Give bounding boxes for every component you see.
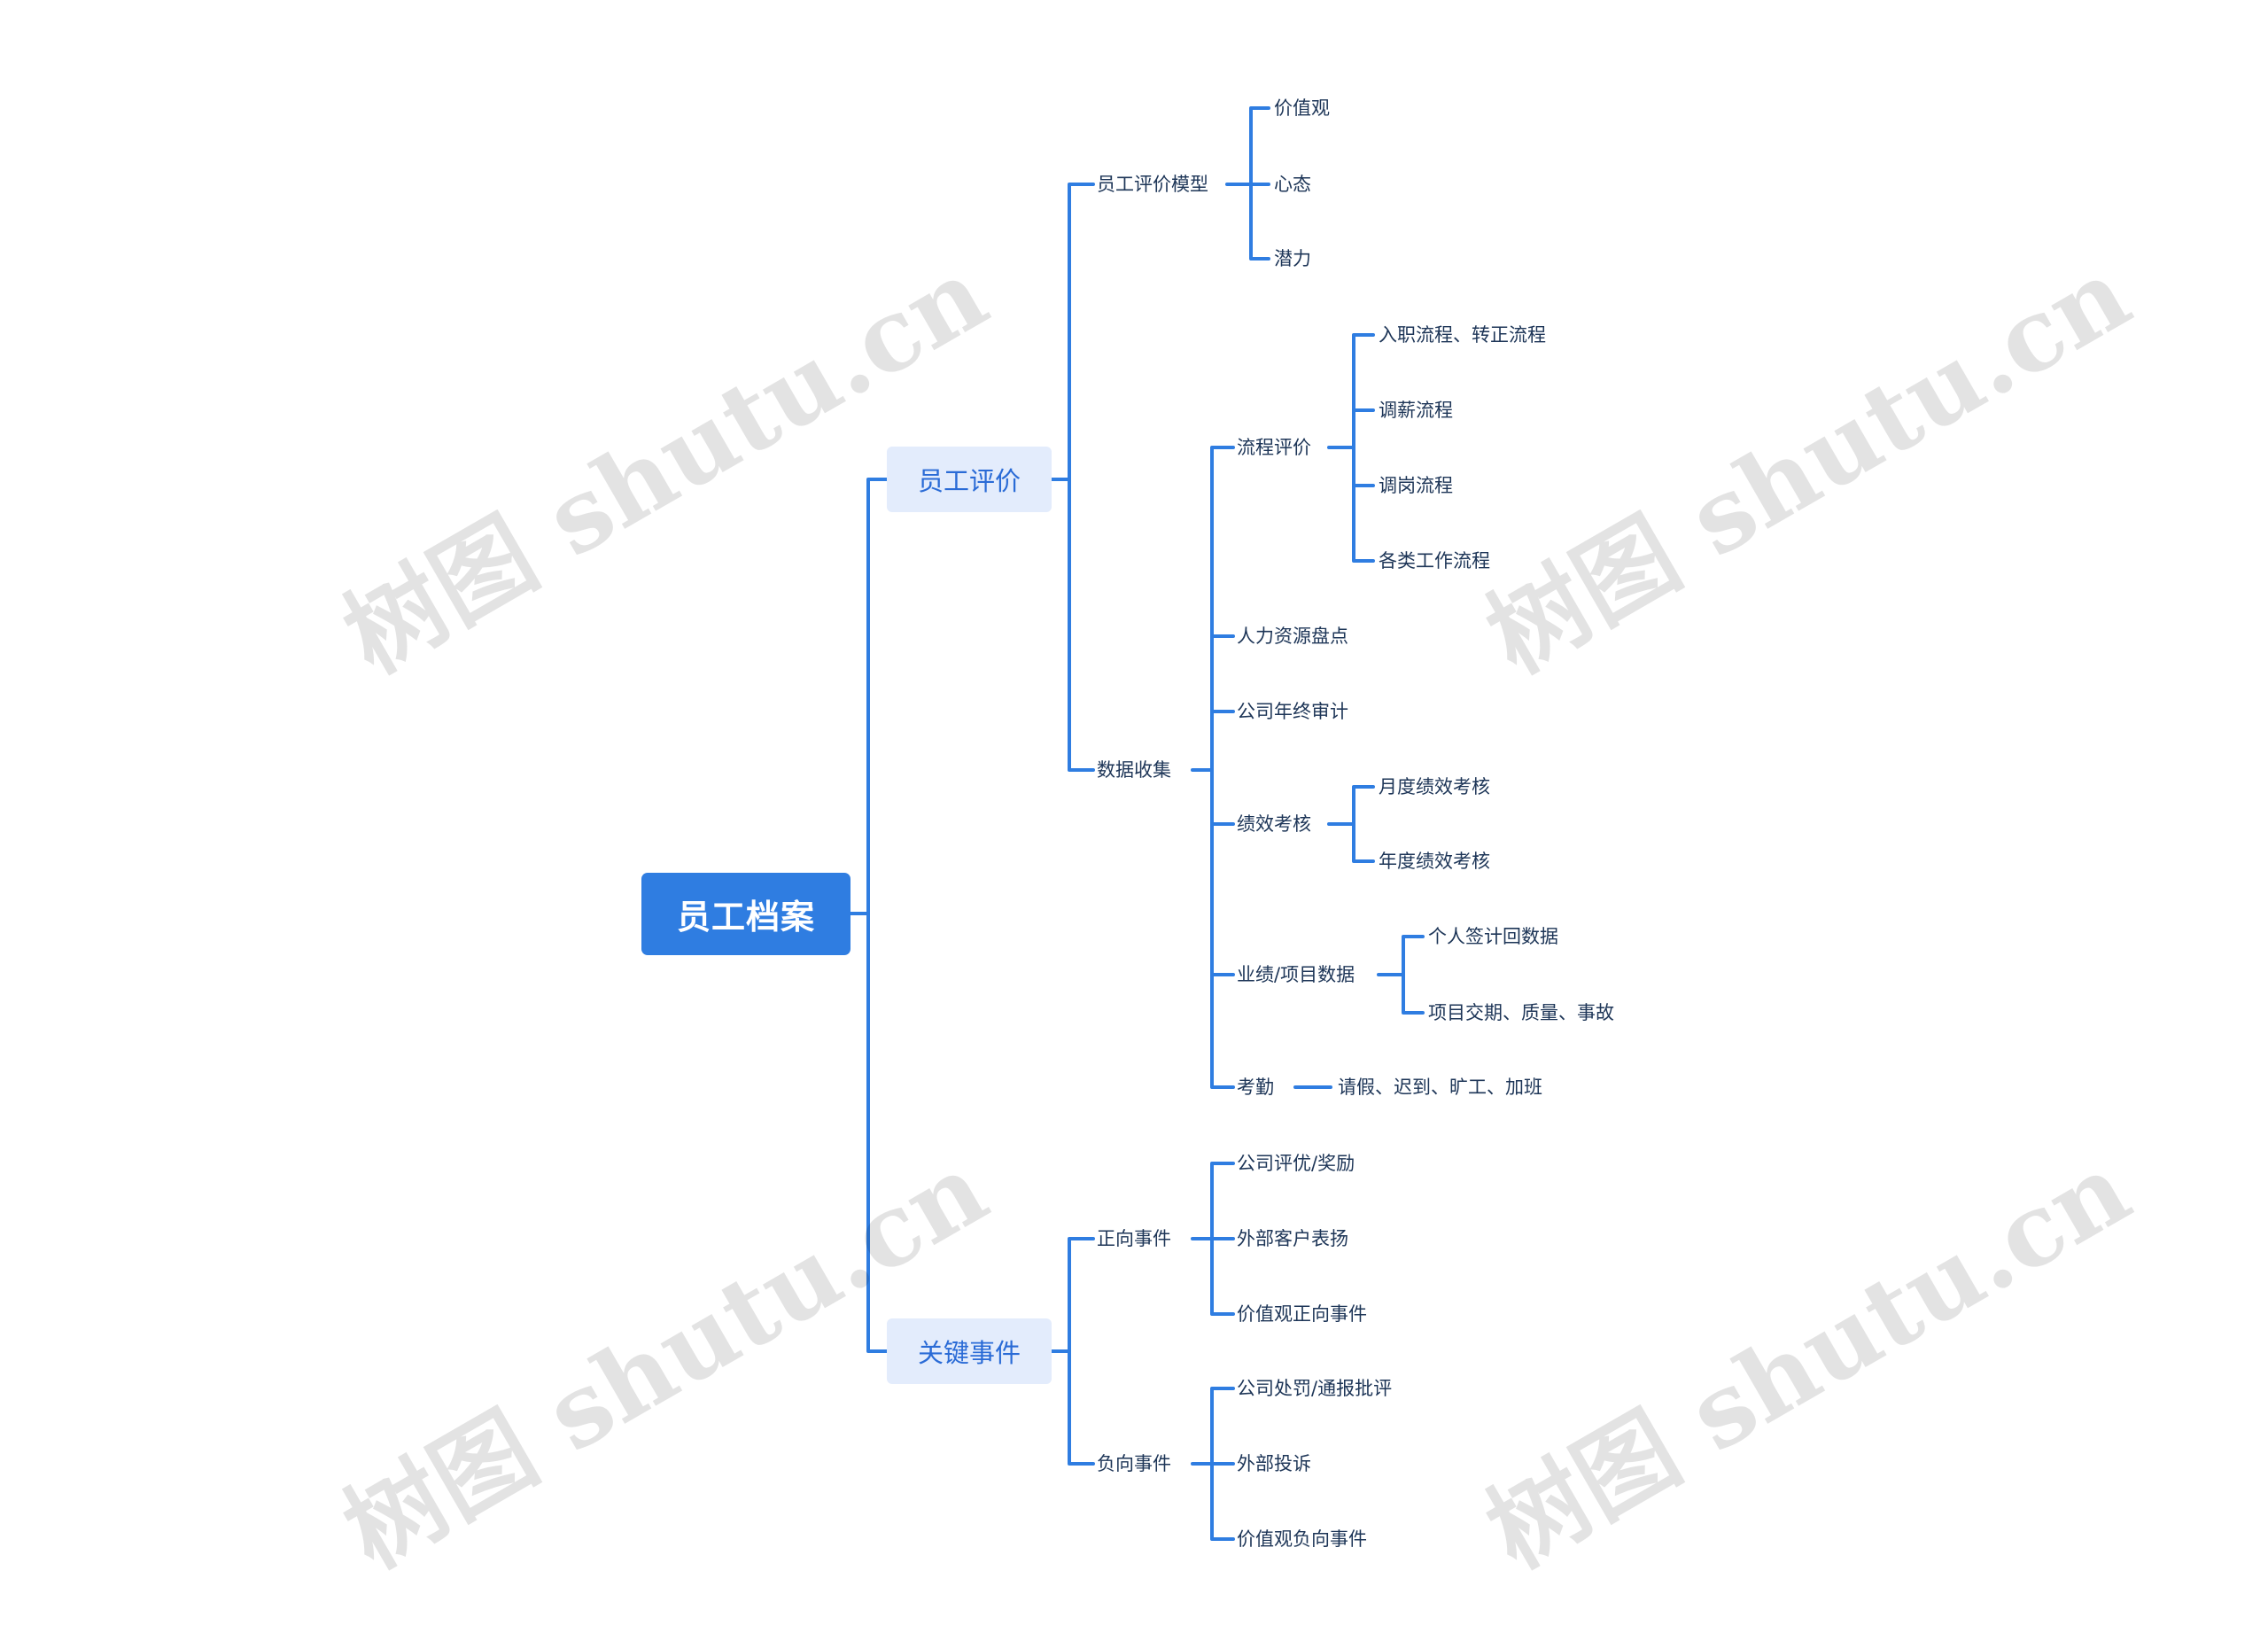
node-data-collection[interactable]: 数据收集 <box>1097 759 1171 781</box>
node-label: 关键事件 <box>917 1338 1021 1368</box>
node-label: 员工评价 <box>917 466 1021 496</box>
node-transfer-process[interactable]: 调岗流程 <box>1379 475 1453 496</box>
node-potential[interactable]: 潜力 <box>1274 248 1311 269</box>
node-annual-audit[interactable]: 公司年终审计 <box>1237 701 1348 722</box>
node-process-evaluation[interactable]: 流程评价 <box>1237 437 1311 458</box>
node-annual-review[interactable]: 年度绩效考核 <box>1379 851 1490 872</box>
node-personal-data[interactable]: 个人签计回数据 <box>1428 926 1558 947</box>
node-attendance-detail[interactable]: 请假、迟到、旷工、加班 <box>1338 1077 1542 1098</box>
node-monthly-review[interactable]: 月度绩效考核 <box>1379 776 1490 797</box>
node-performance-review[interactable]: 绩效考核 <box>1237 813 1311 835</box>
node-work-processes[interactable]: 各类工作流程 <box>1379 550 1490 572</box>
node-values[interactable]: 价值观 <box>1274 97 1330 119</box>
node-project-data[interactable]: 业绩/项目数据 <box>1237 964 1355 985</box>
node-project-delivery[interactable]: 项目交期、质量、事故 <box>1428 1002 1614 1023</box>
node-positive-events[interactable]: 正向事件 <box>1097 1228 1171 1249</box>
node-negative-events[interactable]: 负向事件 <box>1097 1453 1171 1474</box>
root-label: 员工档案 <box>676 898 815 937</box>
node-external-complaint[interactable]: 外部投诉 <box>1237 1453 1311 1474</box>
node-mindset[interactable]: 心态 <box>1274 174 1311 195</box>
node-attendance[interactable]: 考勤 <box>1237 1077 1274 1098</box>
node-negative-values[interactable]: 价值观负向事件 <box>1237 1528 1367 1550</box>
node-company-award[interactable]: 公司评优/奖励 <box>1237 1153 1355 1174</box>
node-company-penalty[interactable]: 公司处罚/通报批评 <box>1237 1378 1393 1399</box>
node-onboarding-process[interactable]: 入职流程、转正流程 <box>1379 324 1546 346</box>
node-evaluation-model[interactable]: 员工评价模型 <box>1097 174 1208 195</box>
root-node[interactable]: 员工档案 <box>641 873 850 955</box>
node-employee-evaluation[interactable]: 员工评价 <box>887 447 1052 512</box>
node-key-events[interactable]: 关键事件 <box>887 1318 1052 1384</box>
node-hr-inventory[interactable]: 人力资源盘点 <box>1237 626 1348 647</box>
node-positive-values[interactable]: 价值观正向事件 <box>1237 1303 1367 1325</box>
node-salary-process[interactable]: 调薪流程 <box>1379 400 1453 421</box>
node-client-praise[interactable]: 外部客户表扬 <box>1237 1228 1348 1249</box>
